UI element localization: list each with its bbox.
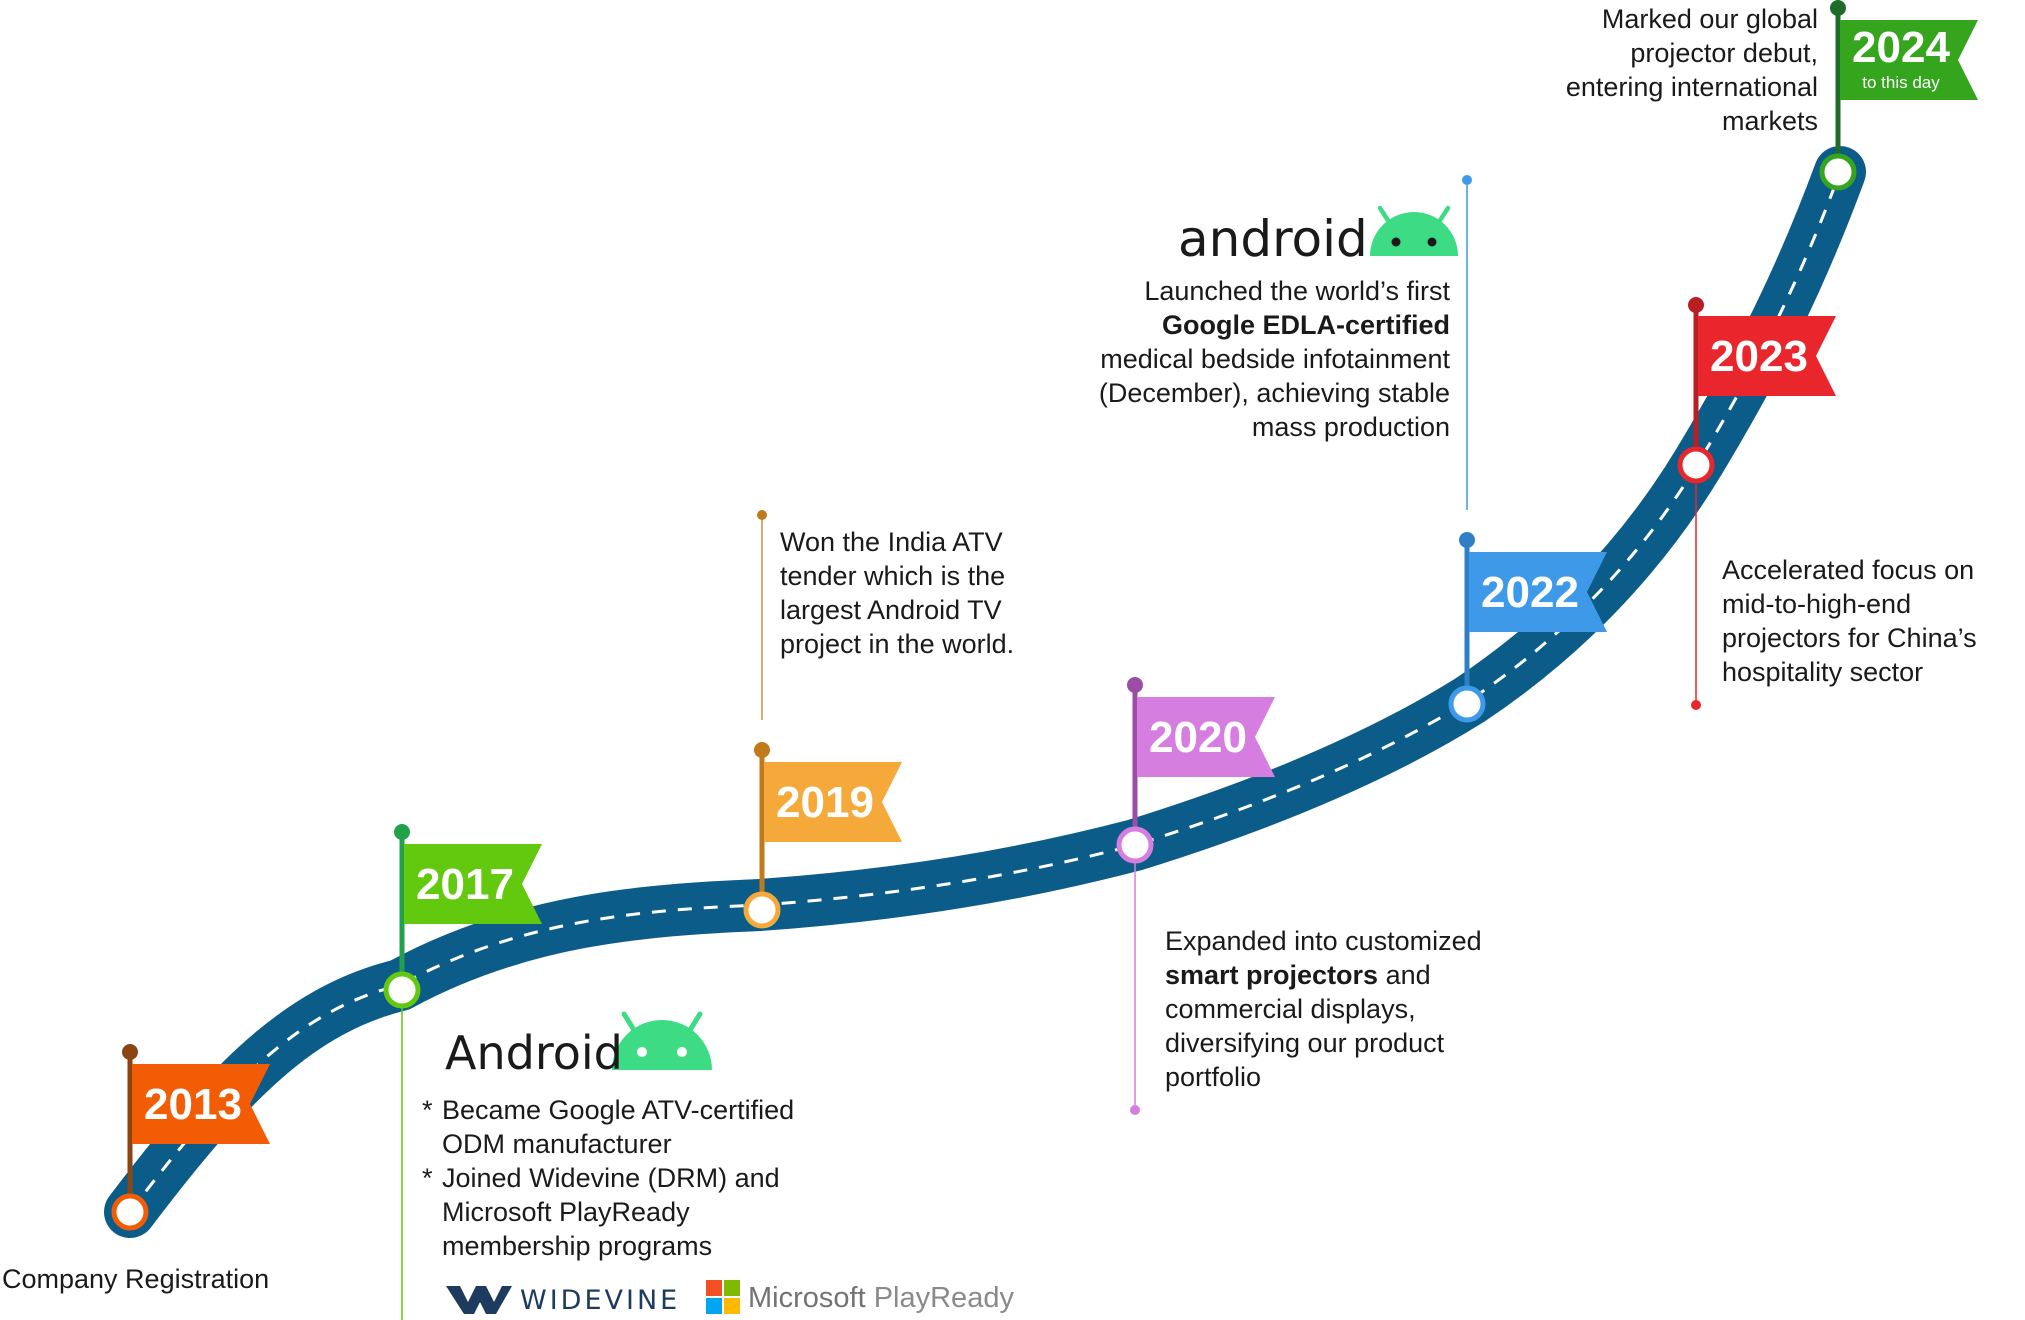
flag-year-2013: 2013	[144, 1080, 242, 1129]
flag-pole-top-2024	[1830, 0, 1846, 16]
flag-pole-top-2013	[122, 1044, 138, 1060]
android-robot-icon	[612, 1011, 712, 1070]
flag-2024	[1840, 20, 1978, 100]
road-node-2017	[383, 971, 421, 1009]
desc-2013: Company Registration	[2, 1264, 270, 1294]
milestone-2023: 2023	[1677, 297, 1836, 484]
flag-pole-top-2019	[754, 742, 770, 758]
milestone-2022: 2022	[1448, 532, 1607, 723]
flag-2019	[764, 762, 902, 842]
connector-dot-2023	[1691, 700, 1701, 710]
bullet-2017-2: *Joined Widevine (DRM) and Microsoft Pla…	[422, 1163, 780, 1261]
connector-dot-2019	[757, 510, 767, 520]
road-center-dashes	[128, 171, 1842, 1213]
flag-year-2023: 2023	[1710, 332, 1808, 381]
flag-2013	[132, 1064, 270, 1144]
road-node-2022	[1448, 685, 1486, 723]
desc-2017: *Became Google ATV-certified ODM manufac…	[422, 1093, 832, 1263]
connector-dot-2020	[1130, 1105, 1140, 1115]
playready-word: PlayReady	[873, 1282, 1014, 1314]
widevine-logo-icon	[446, 1286, 512, 1314]
desc-2019: Won the India ATV tender which is the la…	[780, 527, 1015, 659]
flag-pole-top-2020	[1127, 677, 1143, 693]
microsoft-word: Microsoft	[748, 1282, 866, 1314]
milestone-2020: 2020	[1116, 677, 1275, 864]
flag-year-2022: 2022	[1481, 568, 1579, 617]
android-wordmark-2017: Android	[445, 1026, 623, 1080]
road-node-2023	[1677, 446, 1715, 484]
android-wordmark-2022: android	[1178, 210, 1368, 268]
flag-pole-top-2023	[1688, 297, 1704, 313]
flag-pole-top-2022	[1459, 532, 1475, 548]
flag-subtitle-2024: to this day	[1862, 73, 1940, 92]
milestone-2019: 2019	[743, 742, 902, 929]
widevine-wordmark: WIDEVINE	[520, 1285, 681, 1316]
flag-2020	[1137, 697, 1275, 777]
road-node-2019	[743, 891, 781, 929]
android-robot-icon	[1370, 205, 1458, 256]
flag-pole-top-2017	[394, 824, 410, 840]
microsoft-playready-wordmark: Microsoft PlayReady	[748, 1282, 1014, 1315]
milestone-2013: 2013	[111, 1044, 270, 1231]
road-node-2024	[1819, 153, 1857, 191]
flag-2023	[1698, 316, 1836, 396]
flag-year-2024: 2024	[1852, 23, 1950, 72]
connector-dot-2022	[1462, 175, 1472, 185]
flag-2022	[1469, 552, 1607, 632]
milestone-2017: 2017	[383, 824, 542, 1009]
desc-2024: Marked our global projector debut, enter…	[1565, 4, 1818, 136]
bullet-2017-1: *Became Google ATV-certified ODM manufac…	[422, 1095, 795, 1159]
flag-year-2017: 2017	[416, 860, 514, 909]
flag-year-2019: 2019	[776, 778, 874, 827]
microsoft-logo-icon	[706, 1280, 740, 1314]
flag-year-2020: 2020	[1149, 713, 1247, 762]
road-node-2020	[1116, 826, 1154, 864]
road	[104, 146, 1866, 1238]
road-node-2013	[111, 1193, 149, 1231]
desc-2023: Accelerated focus on mid-to-high-end pro…	[1722, 555, 1977, 687]
flag-2017	[404, 844, 542, 924]
